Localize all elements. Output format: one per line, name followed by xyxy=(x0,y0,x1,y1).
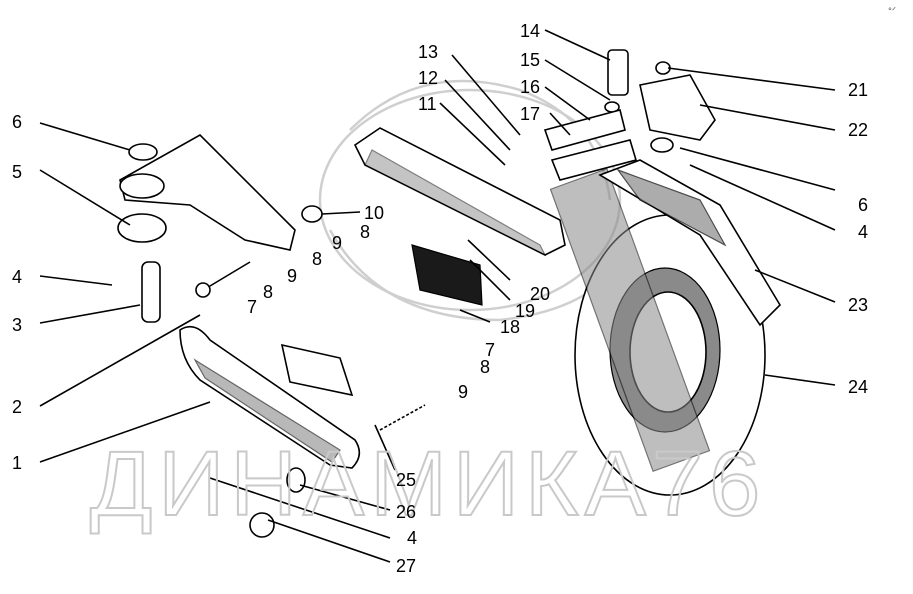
callout-13: 13 xyxy=(418,42,438,62)
callout-18: 18 xyxy=(500,317,520,337)
leader-lines xyxy=(39,29,836,563)
callout-4-right: 4 xyxy=(858,222,868,242)
callout-12: 12 xyxy=(418,68,438,88)
callout-9-b: 9 xyxy=(287,266,297,286)
callout-labels: 6 5 4 3 2 1 13 12 11 14 15 16 17 10 9 8 … xyxy=(12,21,868,576)
callout-8-c: 8 xyxy=(263,282,273,302)
callout-2: 2 xyxy=(12,397,22,417)
callout-17: 17 xyxy=(520,104,540,124)
callout-20: 20 xyxy=(530,284,550,304)
dust-shield xyxy=(598,159,782,327)
callout-15: 15 xyxy=(520,50,540,70)
callout-4-left: 4 xyxy=(12,267,22,287)
callout-21: 21 xyxy=(848,80,868,100)
callout-14: 14 xyxy=(520,21,540,41)
callout-9-c: 9 xyxy=(458,382,468,402)
worm-shaft xyxy=(550,139,638,181)
watermark-text: ДИНАМИКА76 xyxy=(90,433,766,535)
corner-mark: ᐤᐟ xyxy=(888,6,896,17)
bolt xyxy=(195,261,251,298)
callout-3: 3 xyxy=(12,315,22,335)
nut xyxy=(249,512,275,538)
brake-pad-left xyxy=(280,343,354,397)
callout-24: 24 xyxy=(848,377,868,397)
callout-22: 22 xyxy=(848,120,868,140)
callout-4-bottom: 4 xyxy=(407,528,417,548)
callout-8-a: 8 xyxy=(360,222,370,242)
callout-8-b: 8 xyxy=(312,249,322,269)
bracket xyxy=(117,134,296,251)
callout-11: 11 xyxy=(418,94,437,114)
brake-pad-right xyxy=(411,244,483,306)
callout-8-d: 8 xyxy=(480,357,490,377)
pin-top xyxy=(607,49,629,96)
callout-6-right: 6 xyxy=(858,195,868,215)
bushing xyxy=(301,205,323,223)
callout-9-a: 9 xyxy=(332,233,342,253)
washer-lower xyxy=(286,467,306,493)
pin xyxy=(141,261,161,323)
spring xyxy=(379,404,426,431)
washer-left xyxy=(128,143,158,161)
callout-6-left: 6 xyxy=(12,112,22,132)
callout-10: 10 xyxy=(364,203,384,223)
lever xyxy=(179,325,361,469)
callout-16: 16 xyxy=(520,77,540,97)
callout-7-b: 7 xyxy=(485,340,495,360)
brake-drum xyxy=(549,168,766,496)
callout-27: 27 xyxy=(396,556,416,576)
callout-5: 5 xyxy=(12,162,22,182)
callout-19: 19 xyxy=(515,301,535,321)
ring-top xyxy=(655,61,671,75)
callout-1: 1 xyxy=(12,453,22,473)
callout-25: 25 xyxy=(396,470,416,490)
callout-7-a: 7 xyxy=(247,297,257,317)
callout-26: 26 xyxy=(396,502,416,522)
callout-23: 23 xyxy=(848,295,868,315)
adjusting-screw xyxy=(543,109,626,151)
slack-adjuster xyxy=(639,74,716,141)
adjuster-housing xyxy=(353,127,566,257)
washer-right xyxy=(650,137,674,153)
